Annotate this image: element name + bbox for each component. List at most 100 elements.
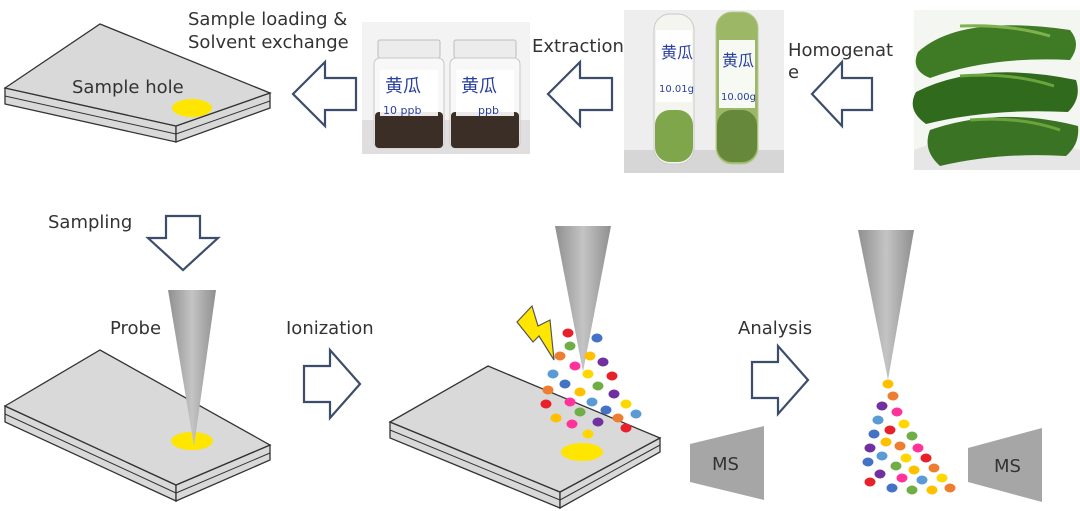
droplet: [550, 413, 562, 423]
probe-needle: [168, 290, 216, 446]
arrow-right-ionization: [302, 347, 362, 421]
droplet: [542, 385, 554, 395]
label-sample-loading-1: Sample loading &: [188, 9, 348, 30]
droplet: [906, 431, 918, 441]
droplet: [900, 453, 912, 463]
droplet: [562, 328, 574, 338]
droplet: [592, 417, 604, 427]
vials-photo: 黄瓜 10 ppb 黄瓜 ppb: [362, 22, 530, 154]
droplet: [872, 415, 884, 425]
label-ionization: Ionization: [286, 318, 374, 339]
tube1-mass: 10.01g: [659, 84, 694, 95]
vial2-conc: ppb: [478, 104, 499, 117]
droplet: [926, 485, 938, 495]
droplet: [908, 465, 920, 475]
arrow-down-sampling: [145, 214, 221, 272]
droplet: [597, 357, 609, 367]
droplet: [620, 423, 632, 433]
droplet: [876, 401, 888, 411]
droplet: [880, 437, 892, 447]
cucumber-photo: [912, 10, 1080, 170]
sample-hole-spot: [172, 99, 212, 117]
droplet: [868, 429, 880, 439]
droplet: [864, 443, 876, 453]
droplet: [584, 351, 596, 361]
droplet: [630, 409, 642, 419]
sample-hole-spot-probe: [171, 432, 213, 450]
droplet: [912, 443, 924, 453]
droplet: [898, 419, 910, 429]
sample-plate-probe: [3, 349, 272, 503]
droplet: [608, 389, 620, 399]
label-ms-right: MS: [994, 456, 1021, 477]
droplet: [592, 381, 604, 391]
droplet: [547, 369, 559, 379]
droplet: [582, 429, 594, 439]
droplet: [582, 369, 594, 379]
droplet: [882, 379, 894, 389]
droplet: [600, 405, 612, 415]
ms-inlet-left: [690, 426, 764, 500]
label-sample-hole: Sample hole: [72, 77, 184, 98]
droplet: [564, 397, 576, 407]
arrow-left-1: [291, 59, 358, 129]
droplet: [887, 391, 899, 401]
sample-plate-ionization: [388, 365, 662, 510]
droplet: [862, 457, 874, 467]
sample-hole-spot-ionization: [561, 443, 603, 461]
label-ms-left: MS: [712, 454, 739, 475]
droplet: [566, 419, 578, 429]
label-probe: Probe: [110, 318, 162, 339]
droplet: [891, 407, 903, 417]
label-extraction: Extraction: [532, 36, 624, 57]
droplet: [890, 461, 902, 471]
tube2-mass: 10.00g: [721, 92, 756, 103]
droplet: [920, 453, 932, 463]
droplet: [569, 361, 581, 371]
label-homogenate-2: e: [788, 62, 800, 83]
droplet: [936, 473, 948, 483]
droplet: [620, 399, 632, 409]
droplet: [864, 477, 876, 487]
droplet-cloud-analysis: [862, 379, 956, 495]
tubes-photo: 黄瓜 10.01g 黄瓜 10.00g: [624, 10, 784, 173]
ms-inlet-right: [968, 428, 1042, 502]
droplet: [906, 485, 918, 495]
vial2-name: 黄瓜: [461, 76, 497, 97]
sample-plate-top: [3, 23, 272, 143]
droplet: [564, 341, 576, 351]
arrow-left-3: [810, 59, 874, 129]
droplet: [606, 371, 618, 381]
vial1-name: 黄瓜: [385, 76, 421, 97]
tube1-name: 黄瓜: [661, 43, 693, 62]
arrow-right-analysis: [750, 343, 810, 417]
droplet: [896, 473, 908, 483]
droplet: [559, 379, 571, 389]
droplet: [886, 483, 898, 493]
droplet: [591, 333, 603, 343]
droplet: [574, 387, 586, 397]
vial1-conc: 10 ppb: [383, 104, 421, 117]
droplet: [874, 469, 886, 479]
droplet: [928, 463, 940, 473]
droplet: [894, 441, 906, 451]
lightning-icon: [516, 304, 555, 361]
droplet: [944, 483, 956, 493]
droplet: [612, 413, 624, 423]
droplet: [554, 351, 566, 361]
label-sampling: Sampling: [48, 212, 133, 233]
arrow-left-2: [546, 59, 614, 129]
label-homogenate-1: Homogenat: [788, 40, 894, 61]
tube2-name: 黄瓜: [722, 51, 754, 70]
droplet: [884, 425, 896, 435]
droplet: [540, 399, 552, 409]
droplet-cloud-ionization: [540, 328, 642, 439]
label-sample-loading-2: Solvent exchange: [188, 32, 349, 53]
probe-needle-ionization: [555, 226, 611, 372]
droplet: [916, 475, 928, 485]
label-analysis: Analysis: [738, 318, 813, 339]
droplet: [586, 397, 598, 407]
droplet: [876, 451, 888, 461]
probe-needle-analysis: [858, 230, 914, 380]
